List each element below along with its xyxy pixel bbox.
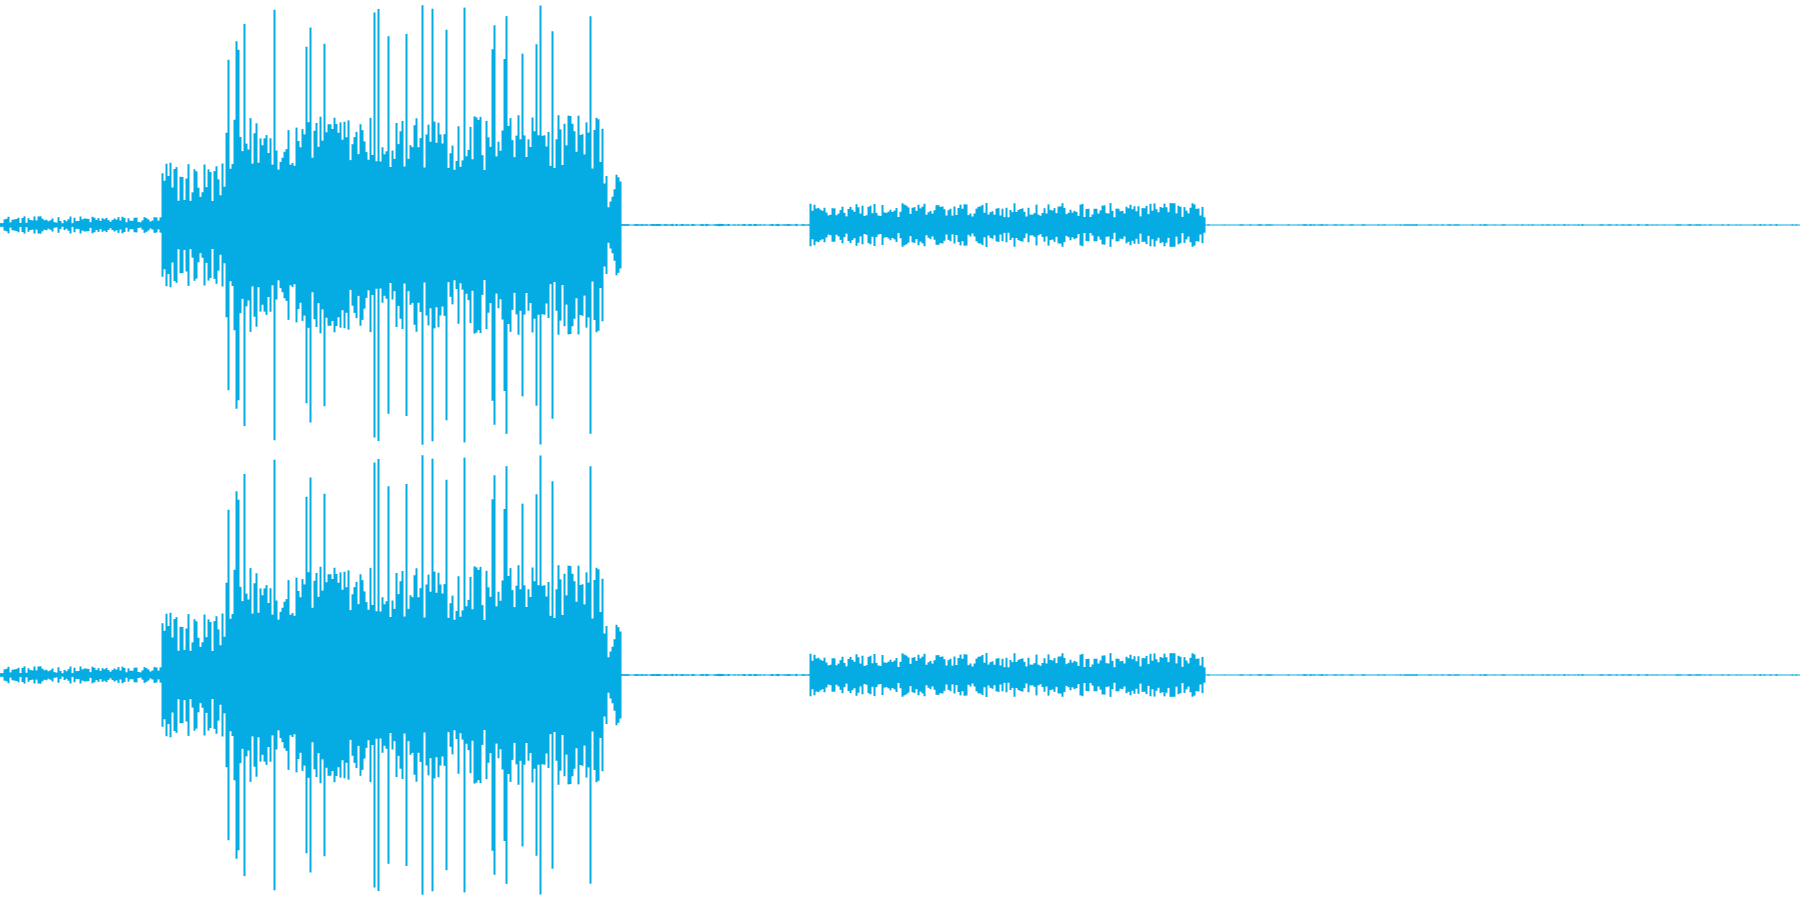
channel-2-waveform (0, 455, 1800, 895)
channel-1-samples (0, 5, 1800, 445)
channel-2-samples (0, 455, 1800, 895)
channel-1-waveform (0, 5, 1800, 445)
